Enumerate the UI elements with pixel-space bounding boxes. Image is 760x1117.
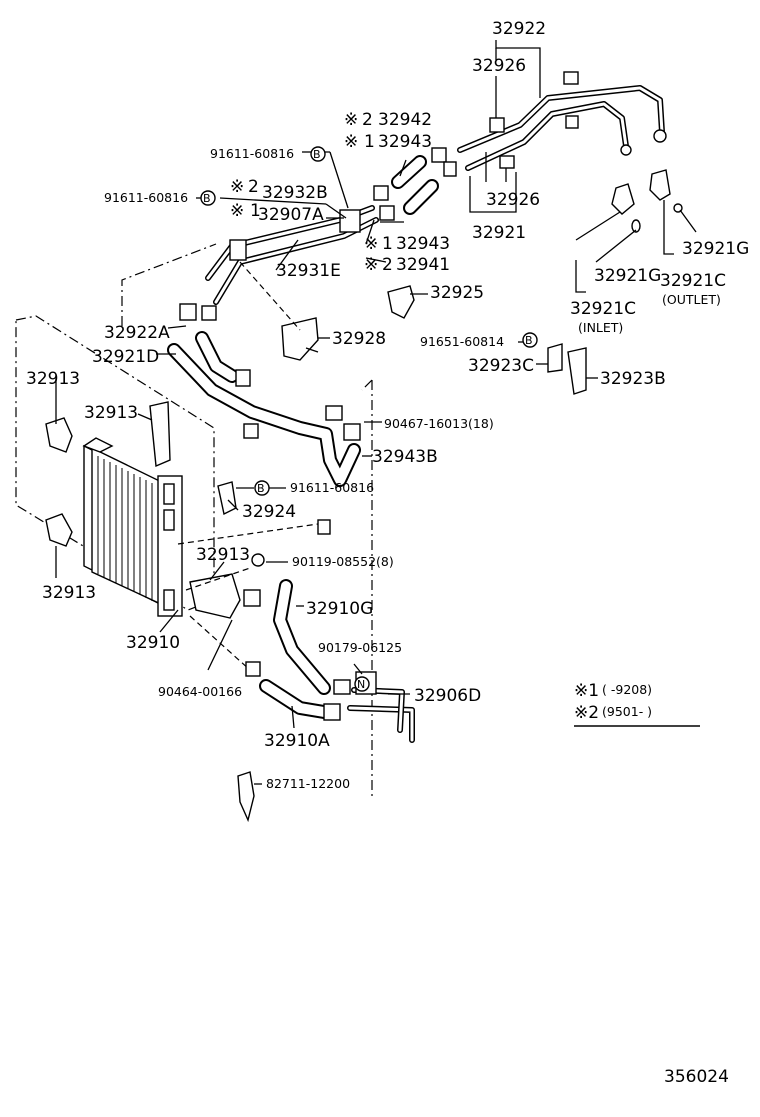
svg-text:B: B	[257, 482, 265, 495]
label-32925: 32925	[430, 283, 484, 303]
svg-text:B: B	[313, 148, 321, 161]
hose-32943	[373, 155, 439, 221]
fitting-32921G-mid	[611, 183, 635, 215]
label-inlet: (INLET)	[578, 320, 623, 335]
label-91611-b: 91611-60816	[104, 190, 188, 205]
label-32928: 32928	[332, 329, 386, 349]
bracket-32913-lower	[189, 573, 241, 619]
label-32921: 32921	[472, 223, 526, 243]
label-32921D: 32921D	[92, 347, 159, 367]
svg-text:1: 1	[364, 132, 375, 152]
svg-text:2: 2	[382, 255, 393, 275]
legend-row1-mark: ※1	[574, 681, 599, 701]
bracket-32925	[387, 285, 415, 319]
label-32931E: 32931E	[276, 261, 341, 281]
label-32923C: 32923C	[468, 356, 534, 376]
svg-text:B: B	[203, 192, 211, 205]
svg-text:※: ※	[230, 201, 244, 221]
label-91611-a: 91611-60816	[210, 146, 294, 161]
label-32926-top: 32926	[472, 56, 526, 76]
svg-text:※: ※	[364, 234, 378, 254]
legend-row2-text: (9501- )	[602, 704, 652, 719]
label-32910G: 32910G	[306, 599, 373, 619]
label-32913-b: 32913	[84, 403, 138, 423]
clamp-32926-top	[489, 117, 505, 133]
part-labels: 32922 32926 ※ 2 32942 ※ 1 32943 91611-60…	[26, 19, 749, 791]
bolt-90119	[251, 553, 265, 567]
svg-text:※: ※	[230, 177, 244, 197]
label-82711: 82711-12200	[266, 776, 350, 791]
date-legend: ※1 ( -9208) ※2 (9501- )	[574, 681, 700, 727]
label-91611-c: 91611-60816	[290, 480, 374, 495]
label-32943-top: 32943	[378, 132, 432, 152]
svg-text:※: ※	[344, 110, 358, 130]
label-32910A: 32910A	[264, 731, 330, 751]
bracket-32928	[281, 317, 319, 361]
mark-circles: B B B B N	[200, 146, 538, 692]
figure-number: 356024	[664, 1067, 729, 1087]
clip-32924	[217, 481, 237, 516]
legend-row1-text: ( -9208)	[602, 682, 652, 697]
label-32921C-outlet: 32921C	[660, 271, 726, 291]
clamp-32926-a	[563, 71, 579, 85]
label-90119: 90119-08552(8)	[292, 554, 394, 569]
label-32906D: 32906D	[414, 686, 481, 706]
label-32943-mid: 32943	[396, 234, 450, 254]
svg-text:B: B	[525, 334, 533, 347]
label-32932B: 32932B	[262, 183, 328, 203]
label-32942: 32942	[378, 110, 432, 130]
clamp-82711	[237, 771, 255, 823]
clip-32923B	[567, 347, 587, 395]
legend-row2-mark: ※2	[574, 703, 599, 723]
bracket-32913-bottom-left	[45, 513, 73, 547]
label-32913-a: 32913	[26, 369, 80, 389]
label-32907A: 32907A	[258, 205, 324, 225]
label-32921C-inlet: 32921C	[570, 299, 636, 319]
svg-text:1: 1	[250, 201, 261, 221]
hose-32921D	[167, 303, 361, 487]
clamp-32922A	[179, 303, 197, 321]
label-outlet: (OUTLET)	[662, 292, 721, 307]
hose-32910G	[243, 579, 351, 721]
label-32924: 32924	[242, 502, 296, 522]
clamp-32926-mid	[499, 155, 515, 169]
label-90467: 90467-16013(18)	[384, 416, 494, 431]
label-32921G-mid: 32921G	[594, 266, 661, 286]
label-32922A: 32922A	[104, 323, 170, 343]
label-90179: 90179-06125	[318, 640, 402, 655]
label-32941: 32941	[396, 255, 450, 275]
svg-text:N: N	[357, 678, 365, 691]
label-32913-c: 32913	[42, 583, 96, 603]
cooler-tubes-upper	[431, 71, 683, 233]
label-90464: 90464-00166	[158, 684, 242, 699]
svg-text:※: ※	[364, 255, 378, 275]
label-32922: 32922	[492, 19, 546, 39]
label-32921G-right: 32921G	[682, 239, 749, 259]
leader-lines	[55, 40, 697, 785]
label-32926-mid: 32926	[486, 190, 540, 210]
clip-32923C	[547, 343, 563, 373]
label-32943B: 32943B	[372, 447, 438, 467]
fitting-32921C-outlet	[649, 169, 671, 201]
label-32910: 32910	[126, 633, 180, 653]
label-32923B: 32923B	[600, 369, 666, 389]
oil-cooler-assembly	[15, 315, 319, 671]
label-32913-d: 32913	[196, 545, 250, 565]
svg-text:※: ※	[344, 132, 358, 152]
bracket-32913-top-left	[45, 417, 73, 453]
bracket-32913-center	[149, 401, 171, 468]
svg-text:1: 1	[382, 234, 393, 254]
svg-text:2: 2	[248, 177, 259, 197]
svg-text:2: 2	[362, 110, 373, 130]
label-91651: 91651-60814	[420, 334, 504, 349]
